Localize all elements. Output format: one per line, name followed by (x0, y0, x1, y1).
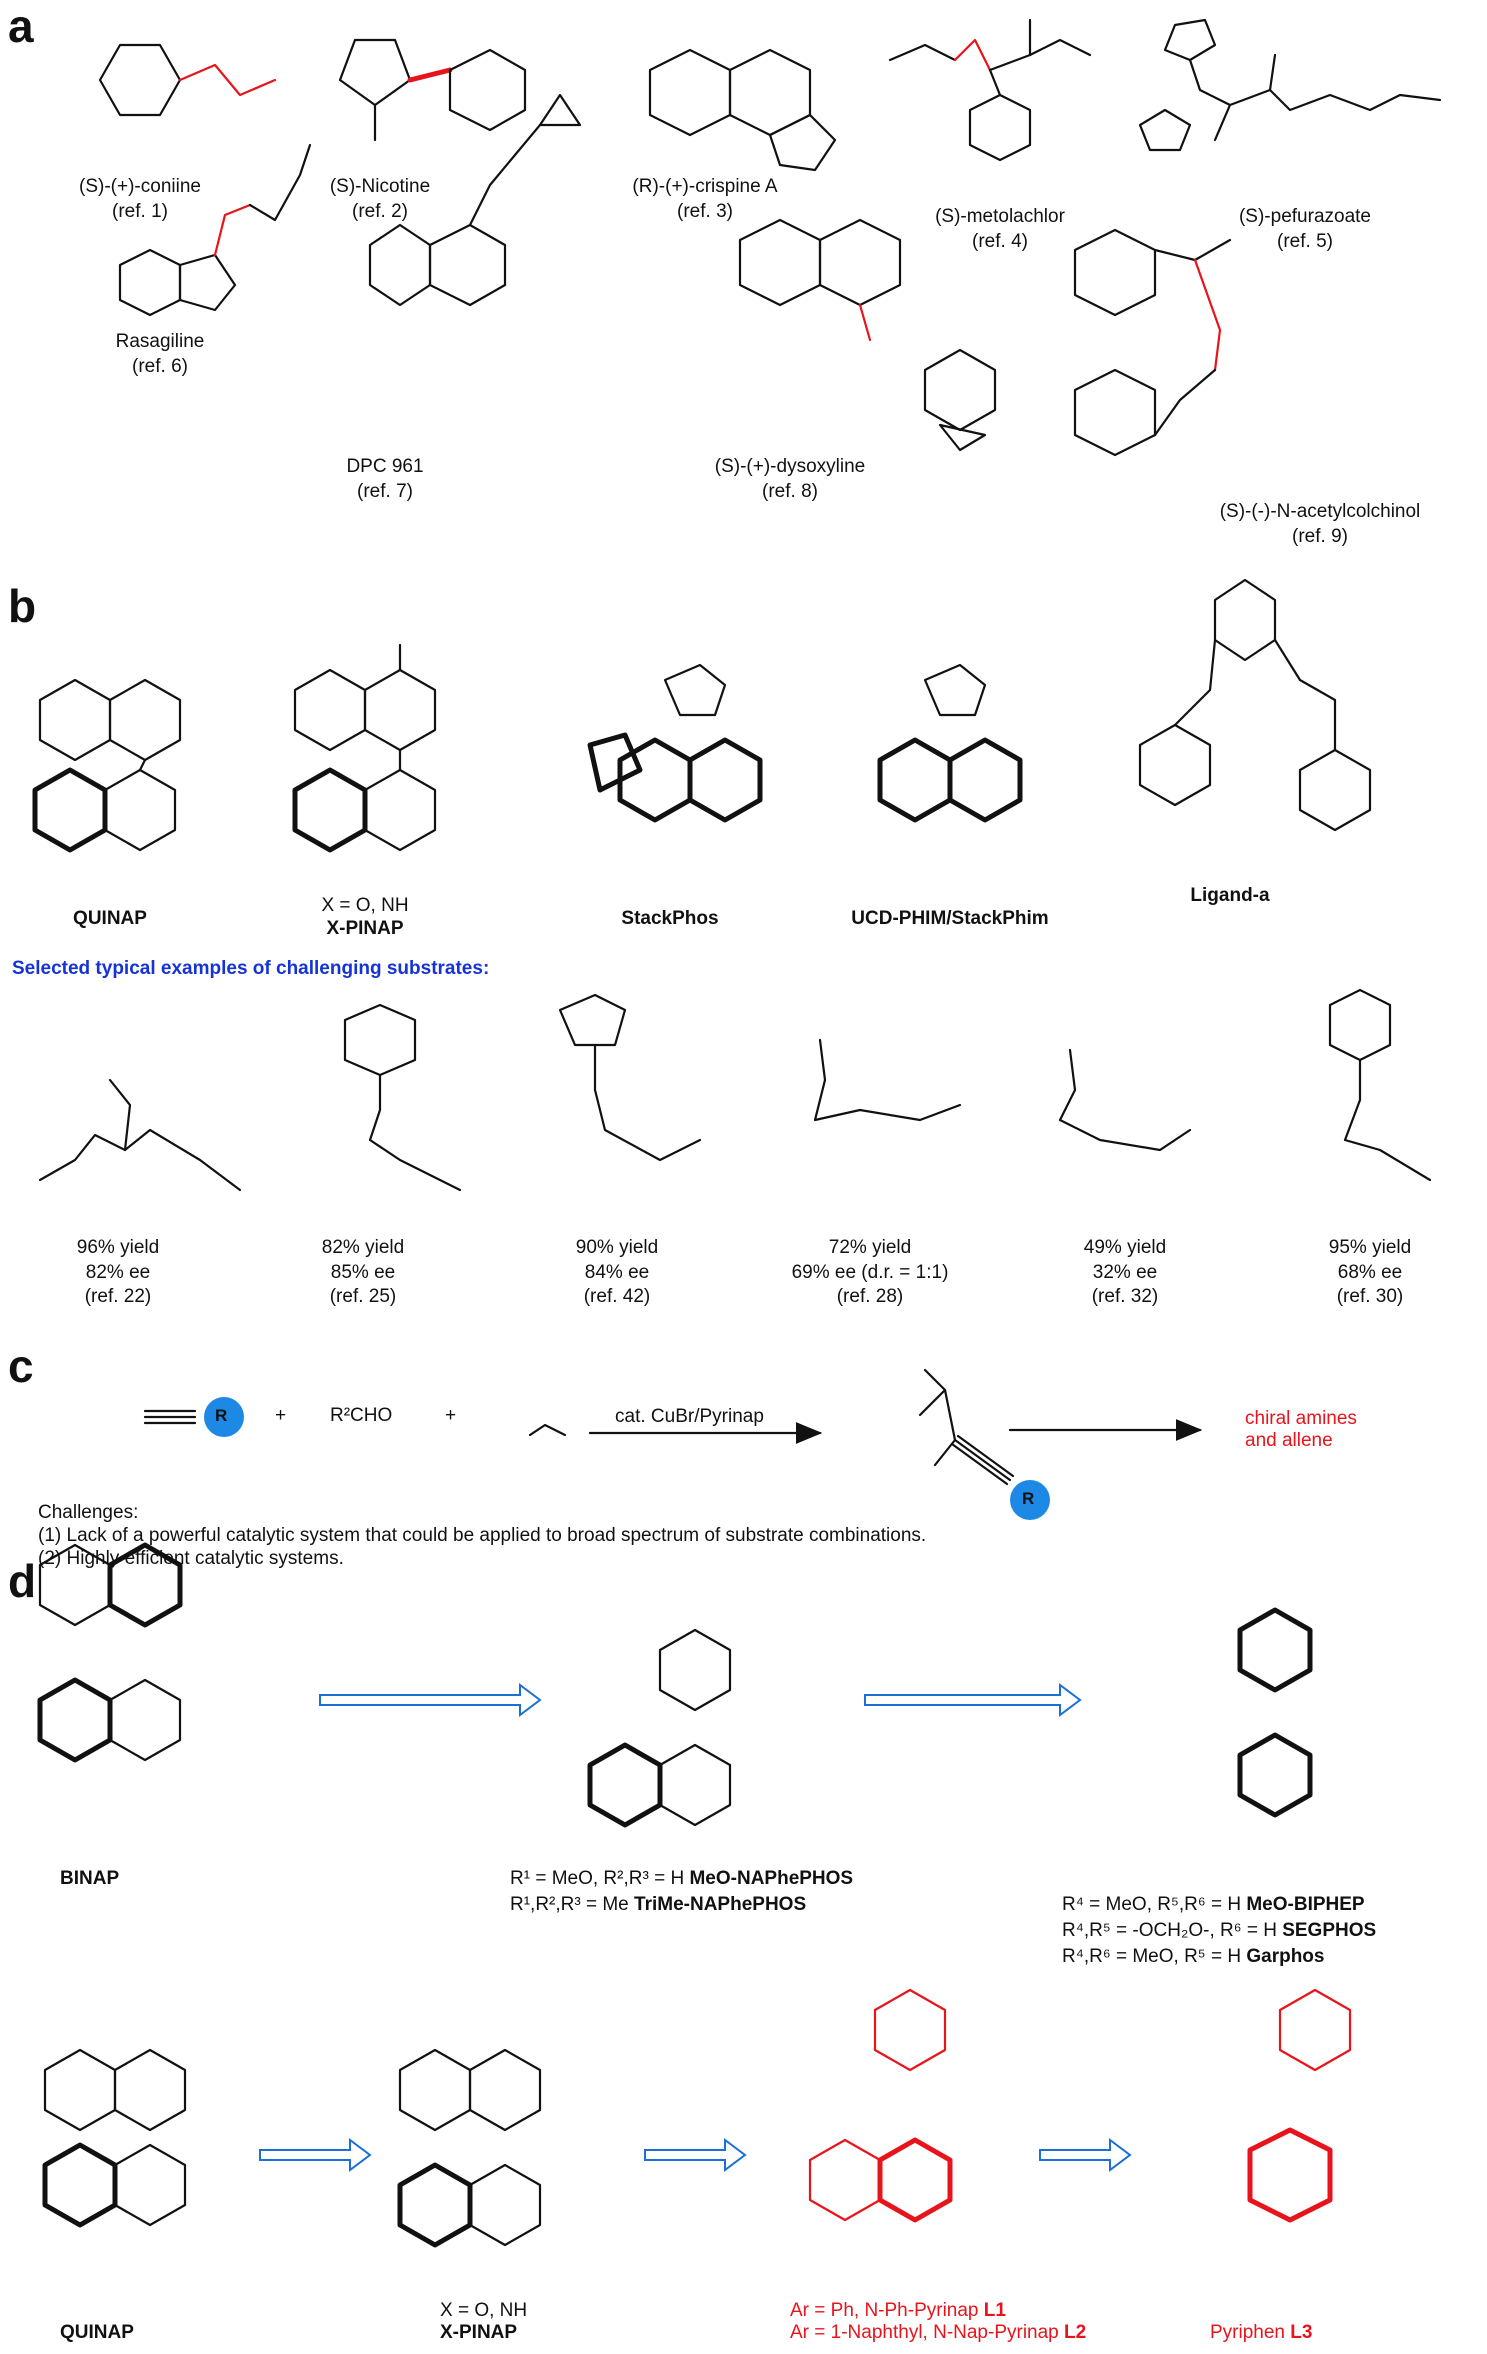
compound-caption: (S)-pefurazoate(ref. 5) (1238, 206, 1371, 252)
stackphim-structure (877, 663, 1023, 823)
crispine-structure (648, 48, 837, 172)
ligand-name: X-PINAP (440, 2322, 518, 2343)
quinap-structure (32, 678, 182, 853)
compound-caption: (S)-(+)-coniine(ref. 1) (79, 176, 201, 222)
l2-line: Ar = 1-Naphthyl, N-Nap-Pyrinap L2 (790, 2322, 1087, 2343)
challenges-title: Challenges: (38, 1502, 139, 1523)
dysoxyline-structure (738, 218, 997, 452)
panel-label-b: b (8, 580, 37, 632)
compound-caption: (S)-(-)-N-acetylcolchinol(ref. 9) (1219, 501, 1421, 547)
ligand-a-structure (1138, 578, 1372, 832)
l3-line: Pyriphen L3 (1210, 2322, 1313, 2343)
panel-label-c: c (8, 1340, 34, 1392)
coniine-structure (98, 43, 277, 117)
ligand-note: X = O, NH (321, 895, 409, 916)
plus-sign: + (275, 1405, 287, 1426)
compound-caption: (S)-Nicotine(ref. 2) (329, 176, 431, 222)
compound-caption: Rasagiline(ref. 6) (115, 331, 205, 377)
ligand-name: X-PINAP (326, 918, 404, 939)
subheading: Selected typical examples of challenging… (12, 958, 490, 979)
example-structures (38, 988, 1432, 1192)
compound-caption: (S)-(+)-dysoxyline(ref. 8) (714, 456, 866, 502)
r-label: R (215, 1406, 228, 1425)
pefurazoate-structure (1138, 18, 1442, 152)
stackphos-structure (587, 663, 763, 823)
l1-line: Ar = Ph, N-Ph-Pyrinap L1 (790, 2300, 1006, 2321)
ligand-name: BINAP (60, 1868, 120, 1889)
nicotine-structure (338, 38, 527, 142)
r-label: R (1022, 1489, 1035, 1508)
panel-d-arrows (259, 1683, 1132, 2172)
catalyst-label: cat. CuBr/Pyrinap (615, 1406, 764, 1427)
panel-label-d: d (8, 1555, 37, 1607)
quinap-d-structure (42, 2048, 187, 2228)
metolachlor-structure (888, 18, 1092, 162)
ligand-name: QUINAP (73, 908, 147, 929)
colchinol-structure (1073, 228, 1232, 457)
rasagiline-structure (118, 143, 312, 317)
plus-sign: + (445, 1405, 457, 1426)
compound-caption: DPC 961(ref. 7) (346, 456, 424, 502)
panel-label-a: a (8, 0, 34, 52)
ligand-name: UCD-PHIM/StackPhim (851, 908, 1049, 929)
compound-caption: (R)-(+)-crispine A(ref. 3) (632, 176, 778, 222)
garphos-line: R⁴,R⁶ = MeO, R⁵ = H Garphos (1062, 1946, 1325, 1967)
naphephos-line: R¹,R²,R³ = Me TriMe-NAPhePHOS (510, 1894, 807, 1915)
pyrinap-structure (808, 1988, 953, 2223)
dpc961-structure (368, 93, 582, 307)
ligand-name: Ligand-a (1190, 885, 1270, 906)
xpinap-structure (292, 643, 437, 853)
segphos-line: R⁴,R⁵ = -OCH₂O-, R⁶ = H SEGPHOS (1062, 1920, 1377, 1941)
ligand-name: QUINAP (60, 2322, 134, 2343)
naphephos-line: R¹ = MeO, R²,R³ = H MeO-NAPhePHOS (510, 1868, 854, 1889)
binap-structure (37, 1542, 183, 1763)
r-circle-reactant (204, 1397, 244, 1437)
xpinap-d-structure (397, 2048, 542, 2248)
biphep-line: R⁴ = MeO, R⁵,R⁶ = H MeO-BIPHEP (1062, 1894, 1365, 1915)
naphephos-structure (587, 1628, 732, 1828)
ligand-name: StackPhos (621, 908, 719, 929)
biphep-structure (1237, 1607, 1313, 1818)
ligand-note: X = O, NH (440, 2300, 528, 2321)
compound-caption: (S)-metolachlor(ref. 4) (935, 206, 1065, 252)
challenge-item: (2) Highly efficient catalytic systems. (38, 1548, 344, 1569)
r-circle-product (1010, 1480, 1050, 1520)
aldehyde: R²CHO (330, 1405, 393, 1426)
pyriphen-structure (1247, 1988, 1352, 2223)
challenge-item: (1) Lack of a powerful catalytic system … (38, 1525, 927, 1546)
